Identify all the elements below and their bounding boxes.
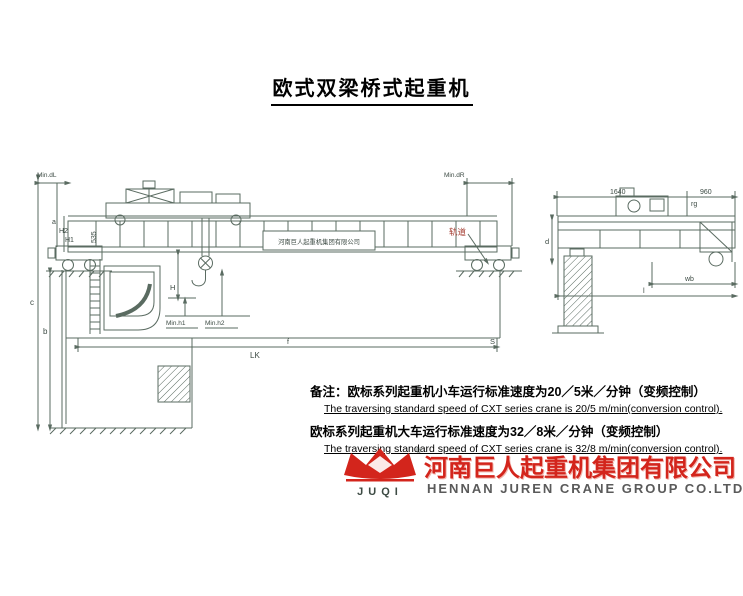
dim-label-rg: rg: [691, 201, 697, 208]
dim-label-min-dr: Min.dR: [444, 172, 465, 179]
girder-plate: [262, 230, 376, 251]
dim-label-s: S: [490, 337, 495, 346]
rail-label: 轨道: [449, 227, 467, 237]
registered-mark: ®: [416, 447, 422, 455]
dim-label-min-h1: Min.h1: [166, 320, 186, 327]
company-name-cn: 河南巨人起重机集团有限公司: [424, 455, 736, 482]
note-line1-en: The traversing standard speed of CXT ser…: [324, 403, 723, 415]
dim-label-f: f: [287, 339, 289, 346]
page-title: 欧式双梁桥式起重机: [270, 72, 473, 106]
dim-label-h: H: [170, 283, 175, 292]
note-line2-cn: 欧标系列起重机大车运行标准速度为32／8米／分钟（变频控制）: [310, 425, 669, 439]
dim-label-wb: wb: [684, 276, 694, 283]
dim-label-1640: 1640: [610, 189, 626, 196]
dim-label-535: 535: [91, 231, 98, 243]
dim-label-960: 960: [700, 189, 712, 196]
dim-label-h2: H2: [59, 228, 68, 235]
note-line1-cn: 备注：欧标系列起重机小车运行标准速度为20／5米／分钟（变频控制）: [310, 385, 706, 399]
dim-label-a: a: [52, 219, 56, 226]
dim-label-min-h2: Min.h2: [205, 320, 225, 327]
runway-structure: [49, 270, 501, 435]
dim-label-b: b: [43, 327, 48, 336]
dim-label-min-dl: Min.dL: [37, 172, 57, 179]
side-view: [549, 187, 739, 334]
cab: [89, 259, 161, 334]
trolley: [105, 180, 251, 256]
note-line2-en: The traversing standard speed of CXT ser…: [324, 443, 723, 455]
dim-label-c: c: [30, 298, 34, 307]
dim-label-lk: LK: [250, 351, 260, 360]
hook-block: [191, 255, 213, 287]
dim-label-h1: H1: [65, 237, 74, 244]
front-view: [34, 174, 522, 435]
logo-text: JUQI: [357, 486, 403, 498]
company-name-en: HENNAN JUREN CRANE GROUP CO.LTD: [427, 481, 743, 496]
girder-plate-text: 河南巨人起重机集团有限公司: [278, 237, 360, 246]
juqi-crown-icon: ® JUQI: [344, 447, 422, 498]
company-logo: ® JUQI: [336, 443, 424, 499]
dim-label-d: d: [545, 237, 549, 246]
dim-label-l: l: [643, 286, 645, 295]
notes-block: 备注：欧标系列起重机小车运行标准速度为20／5米／分钟（变频控制） The tr…: [310, 381, 742, 461]
note-prefix: 备注：: [310, 385, 348, 399]
